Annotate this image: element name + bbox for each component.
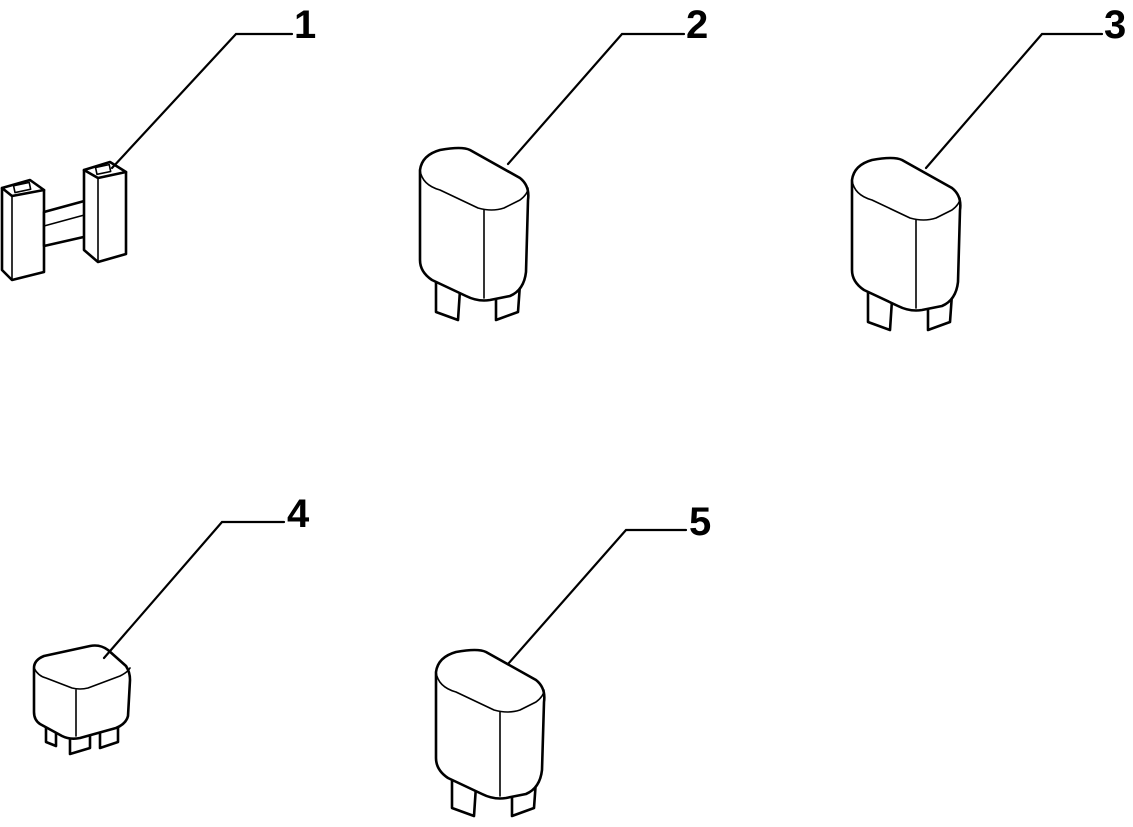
callout-3: 3 — [1104, 3, 1126, 47]
part-5-relay — [434, 648, 546, 818]
part-4-relay — [32, 644, 132, 756]
leader-line-5 — [506, 528, 688, 666]
callout-1: 1 — [294, 3, 316, 47]
part-3-relay — [850, 156, 962, 332]
part-1-jumper — [0, 160, 128, 282]
leader-line-1 — [110, 32, 294, 170]
callout-5: 5 — [689, 500, 711, 544]
leader-line-4 — [102, 520, 286, 660]
leader-line-3 — [924, 32, 1104, 170]
leader-line-2 — [506, 32, 686, 166]
leader-lines — [102, 32, 1104, 666]
part-2-relay — [418, 146, 530, 322]
callout-4: 4 — [287, 492, 310, 536]
callout-2: 2 — [686, 3, 708, 47]
